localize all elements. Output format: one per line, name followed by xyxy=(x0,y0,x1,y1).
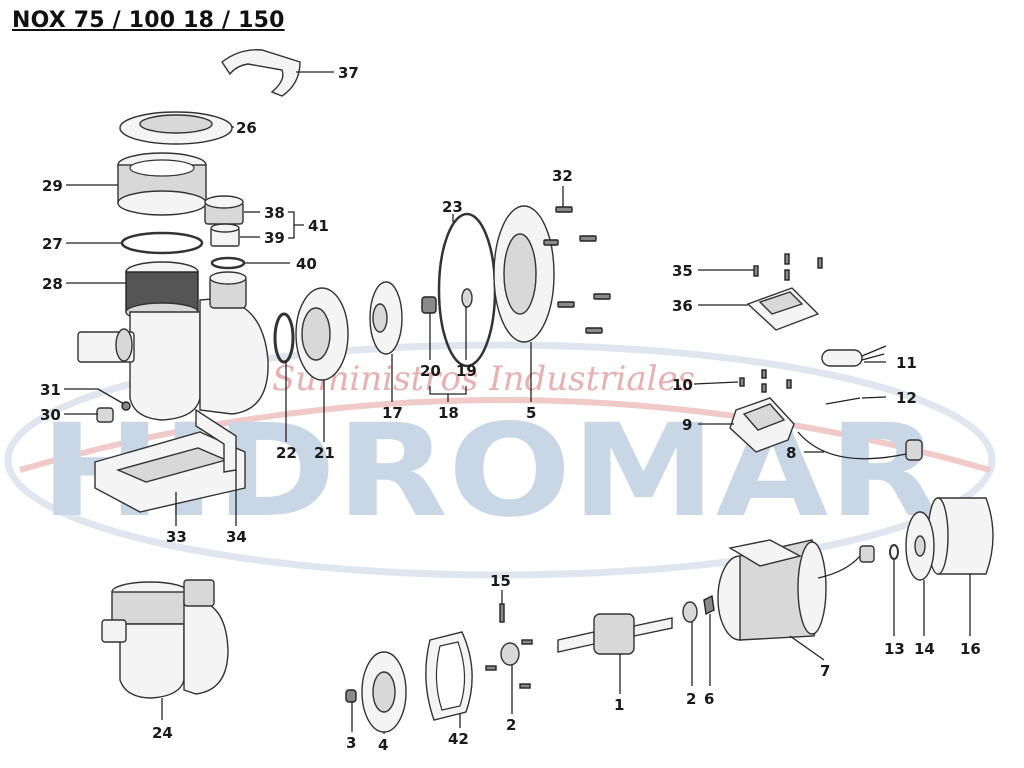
watermark-swoosh xyxy=(19,397,991,473)
label-12: 12 xyxy=(896,389,917,407)
label-22: 22 xyxy=(276,444,297,462)
part-34-bracket xyxy=(195,408,237,473)
diagram-title: NOX 75 / 100 18 / 150 xyxy=(12,8,285,33)
label-24: 24 xyxy=(152,724,173,742)
part-36-terminal-cover xyxy=(746,287,820,331)
part-10-screws xyxy=(739,369,792,393)
part-20-bushing xyxy=(421,296,437,314)
part-7-motor xyxy=(717,539,875,641)
label-10: 10 xyxy=(672,376,693,394)
label-42: 42 xyxy=(448,730,469,748)
label-8: 8 xyxy=(786,444,796,462)
label-29: 29 xyxy=(42,177,63,195)
label-21: 21 xyxy=(314,444,335,462)
part-13-circlip xyxy=(889,544,899,560)
label-15: 15 xyxy=(490,572,511,590)
part-16-fan-cover xyxy=(927,497,994,575)
watermark-subtitle: Suministros Industriales xyxy=(272,359,695,399)
part-1-rotor xyxy=(557,613,673,655)
label-39: 39 xyxy=(264,229,285,247)
label-40: 40 xyxy=(296,255,317,273)
part-27-o-ring xyxy=(120,231,204,255)
part-35-screws xyxy=(753,253,823,281)
label-34: 34 xyxy=(226,528,247,546)
part-9-terminal-box xyxy=(729,397,795,453)
label-32: 32 xyxy=(552,167,573,185)
part-11-capacitor xyxy=(821,345,887,367)
part-12-gland xyxy=(825,397,861,405)
part-40-seal xyxy=(210,256,246,270)
watermark-ellipse xyxy=(4,341,996,579)
label-14: 14 xyxy=(914,640,935,658)
label-36: 36 xyxy=(672,297,693,315)
label-37: 37 xyxy=(338,64,359,82)
leader-lines xyxy=(64,71,971,734)
label-5: 5 xyxy=(526,404,536,422)
part-22-o-ring xyxy=(273,312,295,364)
label-6: 6 xyxy=(704,690,714,708)
part-26-lid xyxy=(119,111,233,145)
label-31: 31 xyxy=(40,381,61,399)
part-5-seal-plate xyxy=(493,205,555,343)
label-11: 11 xyxy=(896,354,917,372)
part-29-lock-ring xyxy=(117,152,207,216)
label-38: 38 xyxy=(264,204,285,222)
part-17-impeller xyxy=(369,281,403,355)
part-21-diffuser xyxy=(295,287,349,381)
part-30-plug xyxy=(96,407,114,423)
part-4-flange xyxy=(361,651,407,733)
label-17: 17 xyxy=(382,404,403,422)
label-27: 27 xyxy=(42,235,63,253)
part-32-screws xyxy=(543,206,611,334)
part-33-base xyxy=(94,431,246,513)
part-3-plug xyxy=(345,689,357,703)
label-3: 3 xyxy=(346,734,356,752)
part-14-fan xyxy=(905,511,935,581)
part-37-clamp xyxy=(221,49,301,97)
part-39-union-tail xyxy=(210,223,240,247)
label-9: 9 xyxy=(682,416,692,434)
part-6-key xyxy=(703,594,715,616)
part-labels: 37 26 29 38 41 39 27 40 28 31 30 33 34 2… xyxy=(40,64,981,754)
label-4: 4 xyxy=(378,736,388,754)
label-18: 18 xyxy=(438,404,459,422)
label-23: 23 xyxy=(442,198,463,216)
part-8-power-cable xyxy=(797,431,923,461)
part-24-pump-assembly xyxy=(101,579,229,699)
label-41: 41 xyxy=(308,217,329,235)
part-19-seal xyxy=(461,288,473,308)
label-7: 7 xyxy=(820,662,830,680)
label-19: 19 xyxy=(456,362,477,380)
label-1: 1 xyxy=(614,696,624,714)
label-35: 35 xyxy=(672,262,693,280)
part-2-bearing-front xyxy=(485,639,533,689)
label-30: 30 xyxy=(40,406,61,424)
part-2-bearing-rear xyxy=(682,601,698,623)
part-38-union-nut xyxy=(204,195,244,225)
label-16: 16 xyxy=(960,640,981,658)
label-26: 26 xyxy=(236,119,257,137)
label-2-front: 2 xyxy=(506,716,516,734)
label-13: 13 xyxy=(884,640,905,658)
label-33: 33 xyxy=(166,528,187,546)
part-15-screw xyxy=(499,603,505,623)
label-28: 28 xyxy=(42,275,63,293)
label-2-rear: 2 xyxy=(686,690,696,708)
label-20: 20 xyxy=(420,362,441,380)
pump-housing xyxy=(77,271,269,421)
part-42-frame xyxy=(425,631,473,721)
